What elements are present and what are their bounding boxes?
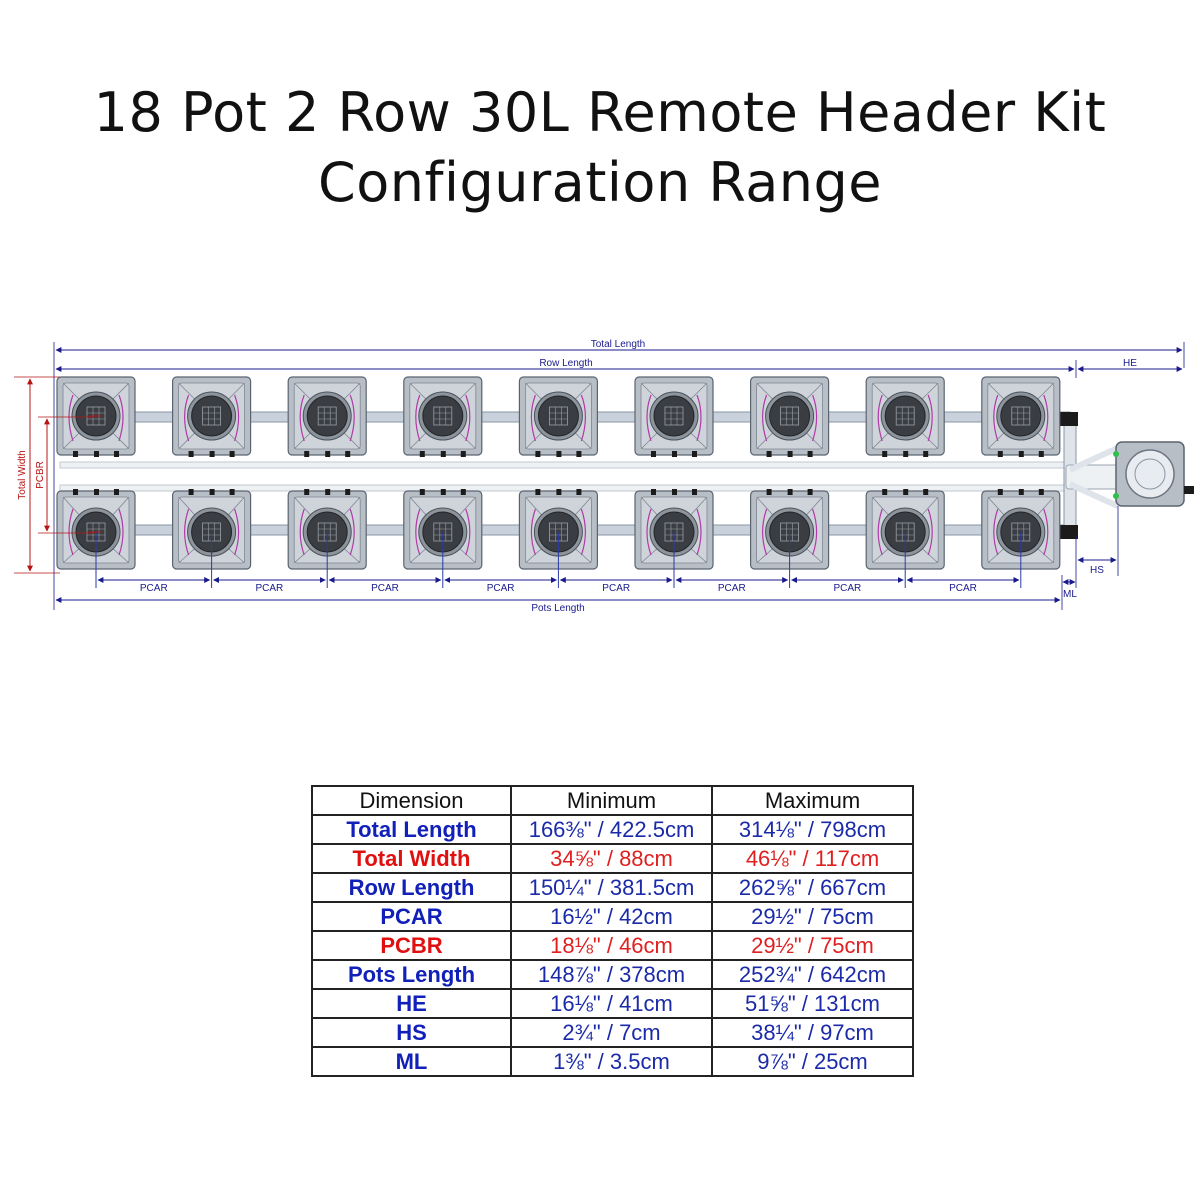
total-length-label: Total Length: [591, 339, 646, 350]
pot: [634, 489, 714, 588]
pots-length-dimension: Pots Length: [55, 575, 1063, 614]
row-min: 166⅜" / 422.5cm: [510, 814, 713, 845]
hs-label: HS: [1090, 565, 1104, 576]
table-row: ML 1⅜" / 3.5cm 9⅞" / 25cm: [311, 1046, 914, 1077]
table-row: Pots Length 148⅞" / 378cm 252¾" / 642cm: [311, 959, 914, 990]
pot-grid: [56, 376, 1061, 588]
row-max: 46⅛" / 117cm: [711, 843, 914, 874]
pot: [981, 376, 1061, 457]
pot: [518, 376, 599, 457]
pcar-label: PCAR: [487, 583, 515, 594]
pcar-label: PCAR: [256, 583, 284, 594]
row-min: 2¾" / 7cm: [510, 1017, 713, 1048]
pot: [865, 376, 945, 457]
title-line-1: 18 Pot 2 Row 30L Remote Header Kit: [93, 81, 1107, 144]
pcar-dimension: PCAR: [790, 577, 904, 594]
pot: [634, 376, 714, 457]
pot: [981, 489, 1061, 588]
pcar-dimension: PCAR: [675, 577, 789, 594]
row-name: Pots Length: [311, 959, 512, 990]
header-maximum: Maximum: [711, 785, 914, 816]
he-dimension: HE: [1077, 358, 1183, 372]
pcar-label: PCAR: [834, 583, 862, 594]
pcar-label: PCAR: [371, 583, 399, 594]
row-name: HS: [311, 1017, 512, 1048]
header-minimum: Minimum: [510, 785, 713, 816]
total-length-dimension: Total Length: [53, 339, 1185, 610]
layout-diagram: Total Length Row Length HE Total Width P…: [14, 339, 1194, 614]
table-header-row: Dimension Minimum Maximum: [311, 785, 914, 816]
pcar-dimension: PCAR: [559, 577, 673, 594]
pcar-dimension: PCAR: [906, 577, 1020, 594]
pot: [172, 489, 252, 588]
pcar-label: PCAR: [718, 583, 746, 594]
table-row: HE 16⅛" / 41cm 51⅝" / 131cm: [311, 988, 914, 1019]
row-name: Total Length: [311, 814, 512, 845]
row-max: 9⅞" / 25cm: [711, 1046, 914, 1077]
table-row: Row Length 150¼" / 381.5cm 262⅝" / 667cm: [311, 872, 914, 903]
pot: [749, 489, 830, 588]
total-width-dimension: Total Width: [14, 376, 60, 574]
pcbr-dimension: PCBR: [35, 416, 94, 534]
row-name: PCBR: [311, 930, 512, 961]
row-name: Row Length: [311, 872, 512, 903]
pot: [56, 489, 136, 588]
pcar-dimension: PCAR: [97, 577, 211, 594]
row-max: 51⅝" / 131cm: [711, 988, 914, 1019]
row-max: 252¾" / 642cm: [711, 959, 914, 990]
row-name: ML: [311, 1046, 512, 1077]
table-row: HS 2¾" / 7cm 38¼" / 97cm: [311, 1017, 914, 1048]
pot: [518, 489, 599, 588]
total-width-label: Total Width: [17, 450, 28, 499]
row-max: 29½" / 75cm: [711, 901, 914, 932]
ml-label: ML: [1063, 589, 1077, 600]
row-max: 262⅝" / 667cm: [711, 872, 914, 903]
row-length-label: Row Length: [539, 358, 592, 369]
row-min: 150¼" / 381.5cm: [510, 872, 713, 903]
table-row: PCBR 18⅛" / 46cm 29½" / 75cm: [311, 930, 914, 961]
pot: [287, 376, 367, 457]
pot: [287, 489, 367, 588]
pot: [403, 376, 483, 457]
hs-dimension: HS: [1077, 506, 1119, 576]
table-row: Total Length 166⅜" / 422.5cm 314⅛" / 798…: [311, 814, 914, 845]
header-dimension: Dimension: [311, 785, 512, 816]
pots-length-label: Pots Length: [531, 603, 584, 614]
row-name: Total Width: [311, 843, 512, 874]
row-min: 16½" / 42cm: [510, 901, 713, 932]
ml-dimension: ML: [1062, 535, 1077, 600]
pcar-label: PCAR: [949, 583, 977, 594]
row-min: 148⅞" / 378cm: [510, 959, 713, 990]
pcar-dimension: PCAR: [213, 577, 326, 594]
row-name: PCAR: [311, 901, 512, 932]
pot: [865, 489, 945, 588]
row-length-dimension: Row Length: [55, 358, 1077, 378]
pcbr-label: PCBR: [35, 461, 46, 489]
pcar-label: PCAR: [140, 583, 168, 594]
row-max: 38¼" / 97cm: [711, 1017, 914, 1048]
header-tank: [1113, 441, 1194, 507]
pot: [403, 489, 483, 588]
pot: [56, 376, 136, 457]
pcar-dimensions: PCAR PCAR PCAR PCAR PCAR PCAR PCAR PCAR: [97, 577, 1020, 594]
pcar-label: PCAR: [602, 583, 630, 594]
pot: [749, 376, 830, 457]
row-min: 1⅜" / 3.5cm: [510, 1046, 713, 1077]
row-min: 16⅛" / 41cm: [510, 988, 713, 1019]
row-max: 29½" / 75cm: [711, 930, 914, 961]
table-row: Total Width 34⅝" / 88cm 46⅛" / 117cm: [311, 843, 914, 874]
row-min: 18⅛" / 46cm: [510, 930, 713, 961]
page-title: 18 Pot 2 Row 30L Remote Header Kit Confi…: [0, 78, 1200, 218]
table-row: PCAR 16½" / 42cm 29½" / 75cm: [311, 901, 914, 932]
row-min: 34⅝" / 88cm: [510, 843, 713, 874]
title-line-2: Configuration Range: [317, 151, 883, 214]
dimension-table: Dimension Minimum Maximum Total Length 1…: [311, 785, 914, 1077]
row-max: 314⅛" / 798cm: [711, 814, 914, 845]
row-name: HE: [311, 988, 512, 1019]
he-label: HE: [1123, 358, 1137, 369]
pot: [172, 376, 252, 457]
pcar-dimension: PCAR: [328, 577, 442, 594]
pcar-dimension: PCAR: [444, 577, 558, 594]
